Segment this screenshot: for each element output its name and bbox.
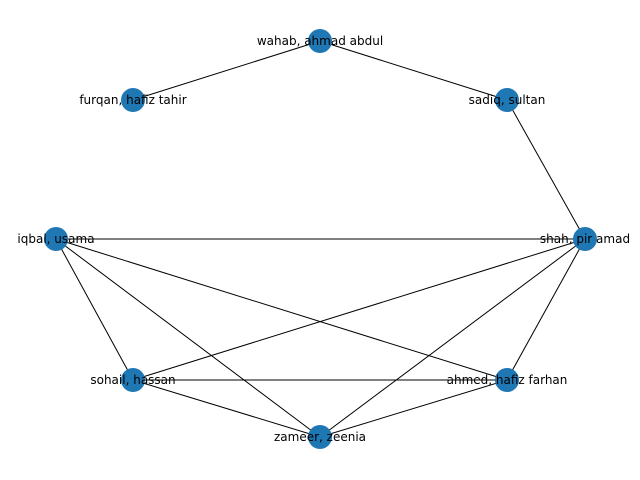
node-label-iqbal: iqbal, usama [17, 232, 94, 246]
edge-sadiq-shah [506, 99, 586, 240]
node-label-sadiq: sadiq, sultan [469, 93, 546, 107]
node-layer [44, 29, 597, 449]
node-furqan [121, 88, 145, 112]
edge-wahab-furqan [132, 40, 321, 101]
label-layer: wahab, ahmad abdul furqan, hafiz tahir sad… [17, 34, 630, 444]
edge-shah-zameer [319, 238, 586, 438]
edge-iqbal-sohail [55, 238, 134, 381]
node-wahab [308, 29, 332, 53]
edge-layer [55, 40, 586, 438]
edge-wahab-sadiq [319, 40, 508, 101]
edge-shah-ahmed [506, 238, 586, 381]
node-zameer [308, 425, 332, 449]
edge-sohail-zameer [132, 379, 321, 438]
node-label-furqan: furqan, hafiz tahir [79, 93, 186, 107]
node-shah [573, 227, 597, 251]
node-label-sohail: sohail, hassan [90, 373, 175, 387]
edge-iqbal-zameer [55, 238, 321, 438]
node-sohail [121, 368, 145, 392]
edge-shah-sohail [132, 238, 586, 381]
edge-zameer-ahmed [319, 379, 508, 438]
node-label-wahab: wahab, ahmad abdul [257, 34, 383, 48]
node-label-shah: shah, pir amad [540, 232, 630, 246]
node-ahmed [495, 368, 519, 392]
node-iqbal [44, 227, 68, 251]
node-label-zameer: zameer, zeenia [274, 430, 366, 444]
node-label-ahmed: ahmed, hafiz farhan [447, 373, 568, 387]
node-sadiq [495, 88, 519, 112]
edge-iqbal-ahmed [55, 238, 508, 381]
